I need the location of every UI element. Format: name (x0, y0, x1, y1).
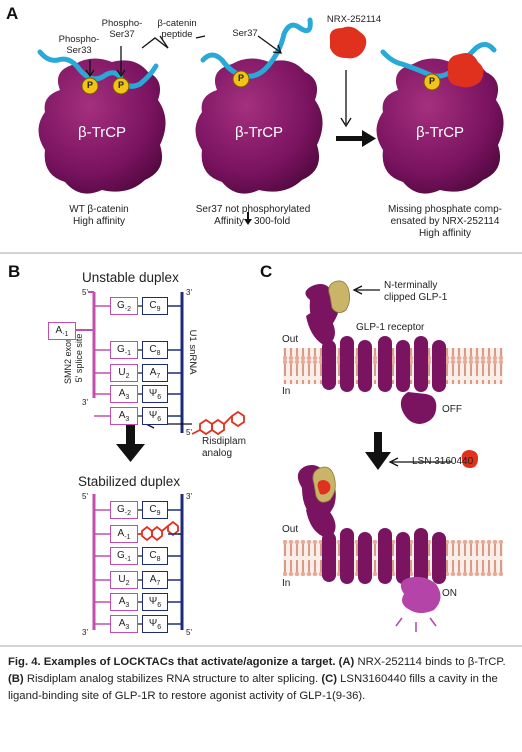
rna-bot-left-1: A-1 (110, 525, 138, 543)
top-3prime: 3' (186, 288, 192, 297)
label-off: OFF (442, 404, 462, 415)
rna-top-duplex (94, 306, 182, 416)
glp1-peptide-off (329, 281, 350, 313)
top-5prime-right: 5' (186, 428, 192, 437)
label-lsn: LSN 3160440 (412, 456, 473, 467)
caption-title: Fig. 4. Examples of LOCKTACs that activa… (8, 656, 335, 668)
label-nterm-glp1: N-terminally clipped GLP-1 (384, 280, 447, 304)
label-glp1-receptor: GLP-1 receptor (356, 322, 424, 333)
caption-a3-line2: ensated by NRX-252114 (378, 216, 512, 227)
bot-3prime-left: 3' (82, 628, 88, 637)
reaction-arrow (336, 130, 376, 147)
caption-a2-fold: 300-fold (254, 216, 304, 227)
panel-a (39, 20, 504, 225)
label-nrx: NRX-252114 (324, 14, 384, 25)
rna-top-left-4: A3 (110, 407, 138, 425)
rna-bot-right-2: C8 (142, 547, 168, 565)
nrx-252114-molecule-bound (448, 53, 484, 87)
label-on: ON (442, 588, 457, 599)
bot-3prime: 3' (186, 492, 192, 501)
rna-top-bulge-a-1: A-1 (48, 322, 76, 340)
protein-label-3: β-TrCP (400, 124, 480, 141)
rna-bot-left-5: A3 (110, 615, 138, 633)
rna-bot-right-5: Ψ6 (142, 615, 168, 633)
nrx-252114-molecule (330, 27, 367, 59)
rna-bot-left-0: G-2 (110, 501, 138, 519)
rna-top-right-2: A7 (142, 364, 168, 382)
label-bcat-peptide: β-catenin peptide (150, 18, 204, 40)
rna-top-left-2: U2 (110, 364, 138, 382)
membrane-bottom (283, 540, 503, 576)
membrane-top (283, 348, 503, 384)
label-u1-snrna: U1 snRNA (186, 322, 198, 382)
caption-a2-affinity: Affinity (196, 216, 244, 227)
p-label-1: P (85, 80, 95, 90)
caption-b-text: Risdiplam analog stabilizes RNA structur… (27, 673, 318, 685)
caption-a1-line2: High affinity (44, 216, 154, 227)
protein-label-2: β-TrCP (219, 124, 299, 141)
caption-c-tag: (C) (321, 673, 337, 685)
rna-top-right-1: C8 (142, 341, 168, 359)
bot-5prime-right: 5' (186, 628, 192, 637)
risdiplam-analog-molecule (192, 412, 244, 434)
p-label-3: P (236, 73, 246, 83)
top-5prime: 5' (82, 288, 88, 297)
label-in-bottom: In (282, 578, 290, 589)
label-phospho-ser37: Phospho- Ser37 (100, 18, 144, 40)
label-out-top: Out (282, 334, 298, 345)
risdiplam-analog-bound (135, 522, 178, 540)
figure-caption: Fig. 4. Examples of LOCKTACs that activa… (8, 654, 514, 705)
caption-a-tag: (A) (339, 656, 355, 668)
rna-bot-left-2: G-1 (110, 547, 138, 565)
label-stabilized-duplex: Stabilized duplex (78, 474, 180, 489)
caption-a3-line1: Missing phosphate comp- (378, 204, 512, 215)
label-phospho-ser33: Phospho- Ser33 (56, 34, 102, 56)
caption-b-tag: (B) (8, 673, 24, 685)
activation-rays (396, 618, 436, 632)
rna-bot-left-3: U2 (110, 571, 138, 589)
label-out-bottom: Out (282, 524, 298, 535)
label-ser37: Ser37 (228, 28, 262, 39)
panel-c-letter: C (260, 262, 272, 282)
caption-a3-line3: High affinity (378, 228, 512, 239)
p-label-2: P (116, 80, 126, 90)
rna-bot-left-4: A3 (110, 593, 138, 611)
label-in-top: In (282, 386, 290, 397)
rna-top-right-4: Ψ6 (142, 407, 168, 425)
caption-a2-line1: Ser37 not phosphorylated (188, 204, 318, 215)
rna-bot-right-3: A7 (142, 571, 168, 589)
panel-a-letter: A (6, 4, 18, 24)
caption-a1-line1: WT β-catenin (44, 204, 154, 215)
rna-top-left-0: G-2 (110, 297, 138, 315)
label-risdiplam: Risdiplam analog (202, 436, 246, 460)
rna-top-right-0: C9 (142, 297, 168, 315)
rna-bot-right-0: C9 (142, 501, 168, 519)
caption-a-text: NRX-252114 binds to β-TrCP. (357, 656, 505, 668)
rna-top-left-1: G-1 (110, 341, 138, 359)
panel-b-letter: B (8, 262, 20, 282)
rna-top-left-3: A3 (110, 385, 138, 403)
rna-top-right-3: Ψ6 (142, 385, 168, 403)
bot-5prime: 5' (82, 492, 88, 501)
label-unstable-duplex: Unstable duplex (82, 270, 179, 285)
p-label-4: P (427, 76, 437, 86)
protein-label-1: β-TrCP (62, 124, 142, 141)
rna-bot-right-4: Ψ6 (142, 593, 168, 611)
